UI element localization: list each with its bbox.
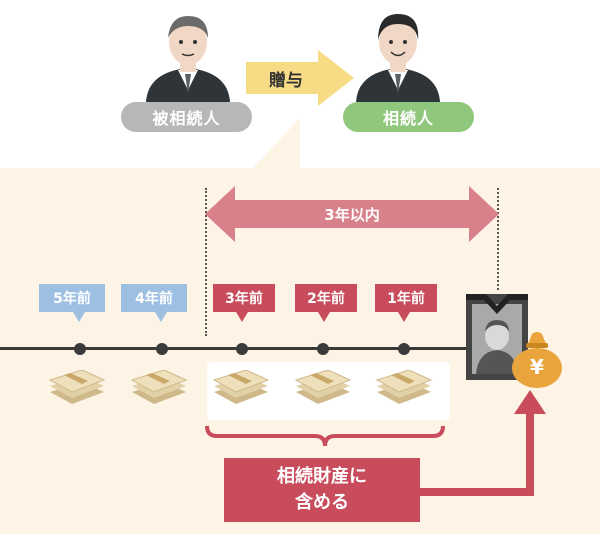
flag-tail <box>73 312 85 322</box>
range-end-guide <box>497 188 499 290</box>
timeline-dot <box>74 343 86 355</box>
flag-tail <box>155 312 167 322</box>
money-stack-icon <box>130 370 188 404</box>
range-start-guide <box>205 188 207 336</box>
include-in-estate-box: 相続財産に 含める <box>224 458 420 522</box>
decedent-label: 被相続人 <box>121 102 252 132</box>
flag-5-years-before: 5年前 <box>39 284 105 312</box>
decedent-person-icon <box>146 16 230 102</box>
flag-1-year-before: 1年前 <box>375 284 437 312</box>
timeline-dot <box>236 343 248 355</box>
gift-arrow <box>246 50 354 106</box>
heir-label: 相続人 <box>343 102 474 132</box>
included-bracket <box>205 425 445 447</box>
panel-notch <box>253 118 300 168</box>
flag-tail <box>236 312 248 322</box>
flag-2-years-before: 2年前 <box>295 284 357 312</box>
include-line-1: 相続財産に <box>277 466 367 487</box>
memorial-portrait-icon <box>466 294 528 380</box>
include-arrow <box>420 390 546 496</box>
range-double-arrow <box>205 186 499 242</box>
yen-symbol: ¥ <box>530 355 544 379</box>
timeline-line <box>0 347 470 350</box>
money-stack-icon <box>375 370 433 404</box>
timeline-dot <box>398 343 410 355</box>
flag-4-years-before: 4年前 <box>121 284 187 312</box>
money-stack-icon <box>48 370 106 404</box>
timeline-dot <box>156 343 168 355</box>
gift-label: 贈与 <box>269 70 303 91</box>
heir-person-icon <box>356 14 440 102</box>
money-stack-icon <box>212 370 270 404</box>
timeline-dot <box>317 343 329 355</box>
include-line-2: 含める <box>295 492 349 513</box>
flag-tail <box>318 312 330 322</box>
money-stack-icon <box>294 370 352 404</box>
money-bag-icon <box>512 332 562 388</box>
flag-tail <box>398 312 410 322</box>
range-label: 3年以内 <box>324 205 380 224</box>
flag-3-years-before: 3年前 <box>213 284 275 312</box>
